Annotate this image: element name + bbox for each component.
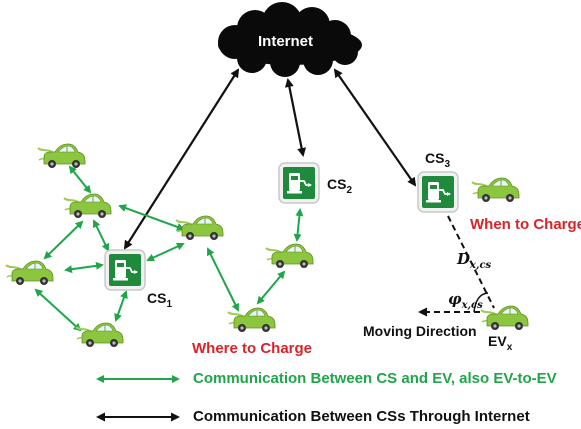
legend-green-text: Communication Between CS and EV, also EV…	[193, 370, 557, 387]
distance-label: Dx,cs	[457, 250, 492, 271]
when-to-charge-label: When to Charge	[470, 216, 581, 233]
ev-car	[75, 322, 124, 348]
where-to-charge-label: Where to Charge	[192, 340, 313, 357]
ev-car	[37, 143, 86, 169]
angle-label: φx,cs	[448, 290, 483, 311]
ev-car-x	[480, 305, 529, 331]
charging-station-1	[104, 249, 146, 291]
link-internet-cs2	[284, 78, 307, 157]
ev-car	[175, 215, 224, 241]
charging-station-3	[417, 171, 459, 213]
cs2-label: CS2	[327, 176, 353, 196]
internet-links	[123, 68, 417, 250]
charging-station-2	[278, 162, 320, 204]
cs1-label: CS1	[147, 290, 173, 310]
ev-car	[265, 243, 314, 269]
cs3-label: CS3	[425, 150, 451, 170]
internet-label: Internet	[258, 33, 314, 50]
ev-car	[63, 193, 112, 219]
moving-direction-label: Moving Direction	[363, 323, 477, 339]
angle-arc	[473, 292, 489, 313]
legend-black-text: Communication Between CSs Through Intern…	[193, 408, 530, 425]
ev-links	[34, 165, 304, 332]
ev-car	[471, 177, 520, 203]
ev-car	[5, 260, 54, 286]
link-internet-cs3	[333, 68, 417, 187]
internet-cloud	[218, 2, 362, 77]
ev-x-label: EVx	[488, 333, 513, 353]
ev-car	[227, 307, 276, 333]
